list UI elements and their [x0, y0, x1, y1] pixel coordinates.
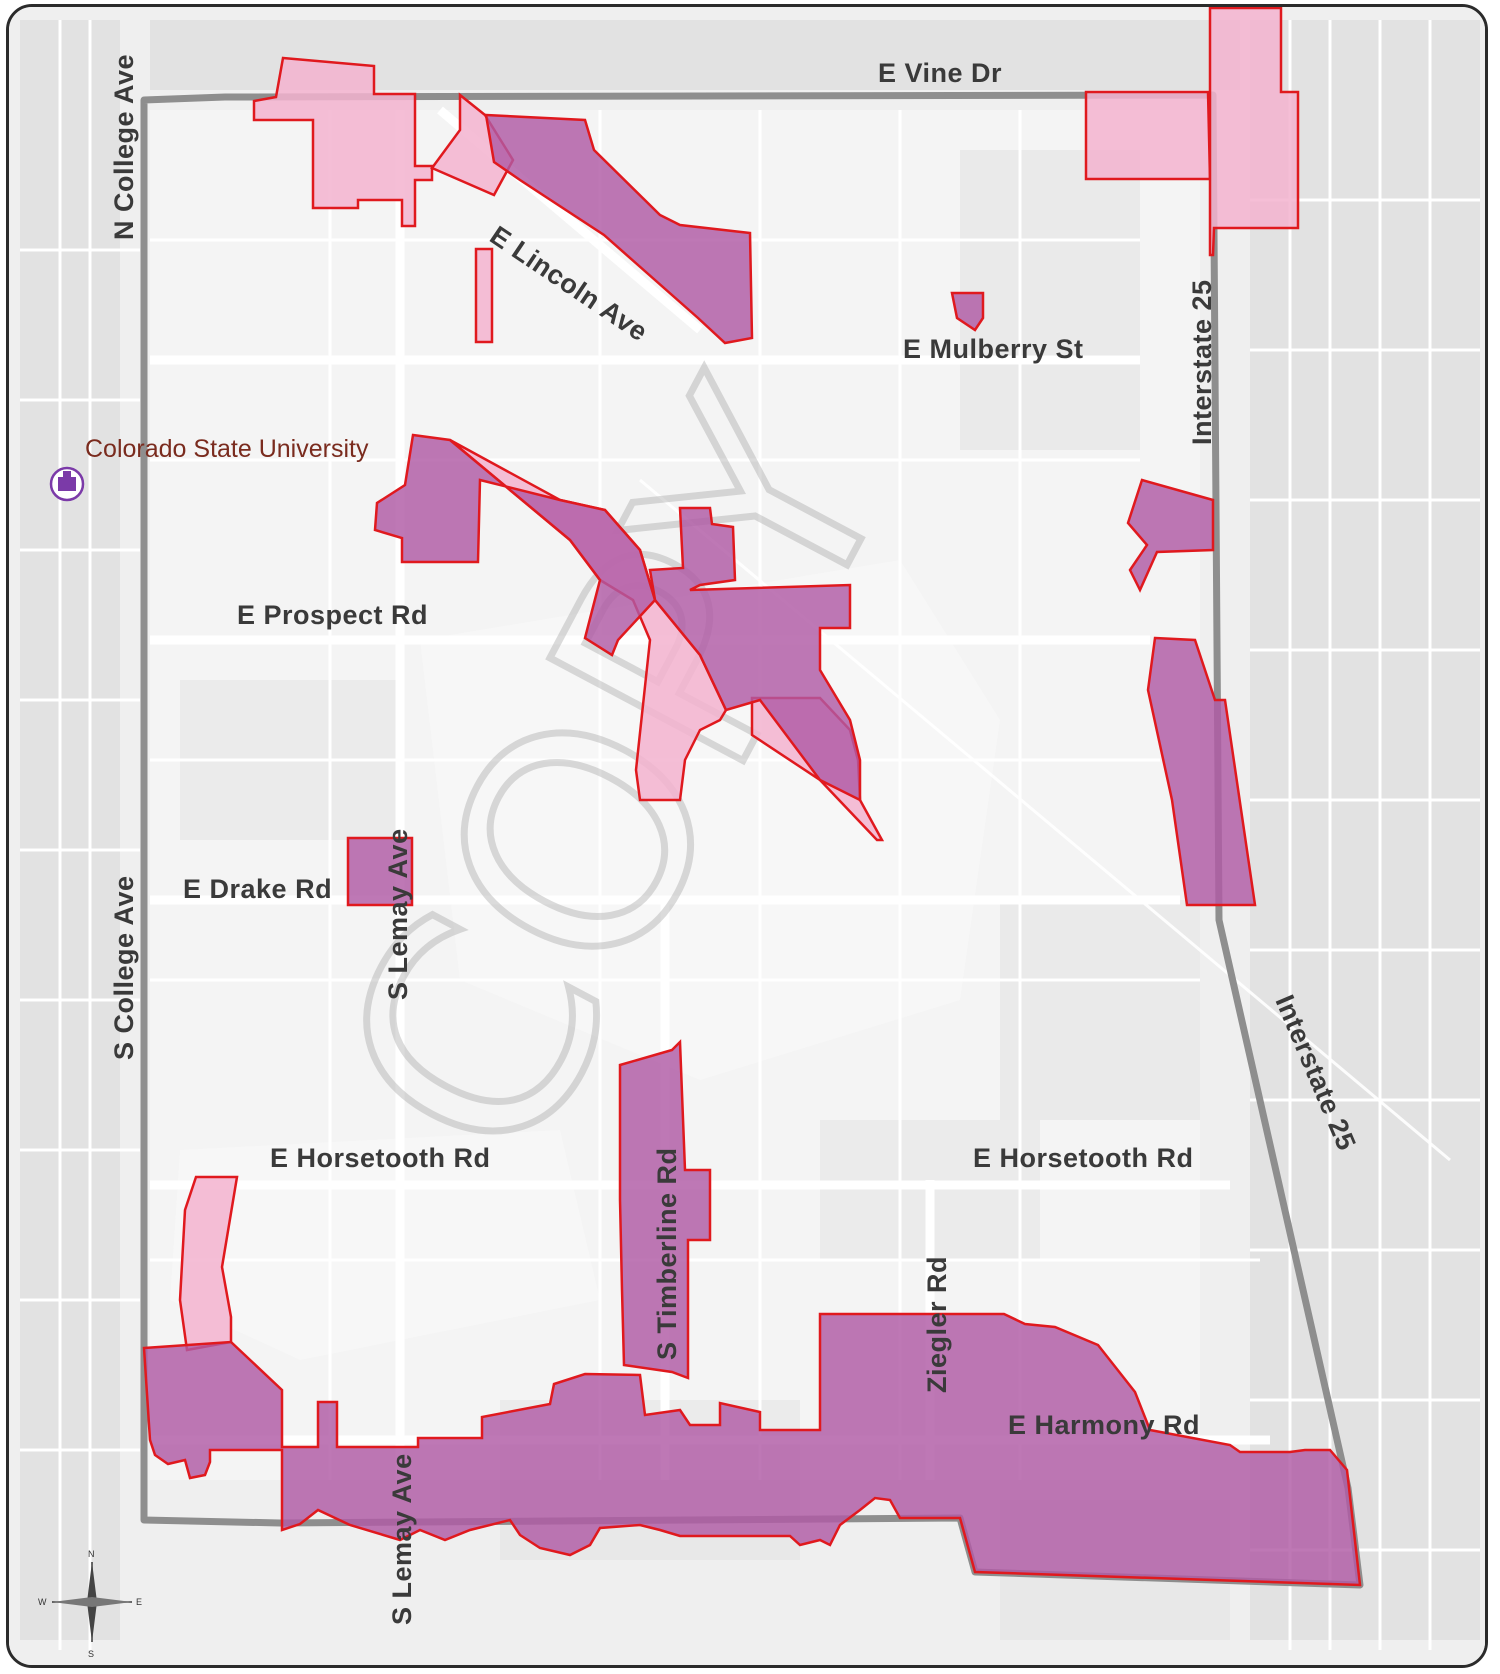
label-e-vine-dr: E Vine Dr — [878, 58, 1002, 88]
zone-dark-lincoln — [484, 113, 754, 345]
compass-w: W — [38, 1597, 47, 1607]
zone-dark-i25-north — [1126, 478, 1215, 593]
map-canvas[interactable]: COPY — [6, 4, 1488, 1668]
label-n-college-ave: N College Ave — [109, 54, 139, 240]
zone-light-interstate-north — [1208, 7, 1300, 257]
label-e-prospect-rd: E Prospect Rd — [237, 600, 428, 630]
zones-dark[interactable] — [142, 113, 1362, 1587]
label-e-horsetooth-rd-west: E Horsetooth Rd — [270, 1143, 491, 1173]
zone-dark-timberline — [618, 1039, 712, 1380]
label-interstate-25-north: Interstate 25 — [1187, 279, 1217, 445]
compass-n: N — [88, 1549, 95, 1559]
zone-light-north-west — [252, 56, 434, 228]
zone-dark-mulberry — [950, 291, 985, 332]
label-s-timberline-rd: S Timberline Rd — [652, 1147, 682, 1360]
basemap-blocks — [20, 20, 1480, 1640]
zone-dark-drake — [346, 836, 414, 907]
label-s-lemay-ave-south: S Lemay Ave — [387, 1453, 417, 1625]
zone-light-strip — [474, 247, 494, 344]
road-labels: E Vine Dr N College Ave E Lincoln Ave E … — [109, 54, 1362, 1625]
university-poi[interactable]: Colorado State University — [49, 435, 369, 502]
zone-dark-prospect-center — [648, 506, 862, 803]
compass-e: E — [136, 1597, 142, 1607]
university-label: Colorado State University — [85, 435, 369, 463]
map-frame: COPY — [6, 4, 1488, 1668]
zone-dark-harmony — [142, 1312, 1362, 1587]
compass-rose: N S E W — [38, 1549, 142, 1659]
compass-s: S — [88, 1649, 94, 1659]
label-ziegler-rd: Ziegler Rd — [922, 1256, 952, 1393]
label-s-lemay-ave-north: S Lemay Ave — [383, 828, 413, 1000]
label-e-mulberry-st: E Mulberry St — [903, 334, 1084, 364]
zone-dark-i25-central — [1146, 636, 1257, 907]
label-e-drake-rd: E Drake Rd — [183, 874, 332, 904]
zone-light-north-east — [1084, 90, 1212, 181]
zone-dark-prospect-west — [373, 433, 657, 657]
label-e-harmony-rd: E Harmony Rd — [1008, 1410, 1200, 1440]
label-s-college-ave: S College Ave — [109, 875, 139, 1060]
label-e-horsetooth-rd-east: E Horsetooth Rd — [973, 1143, 1194, 1173]
